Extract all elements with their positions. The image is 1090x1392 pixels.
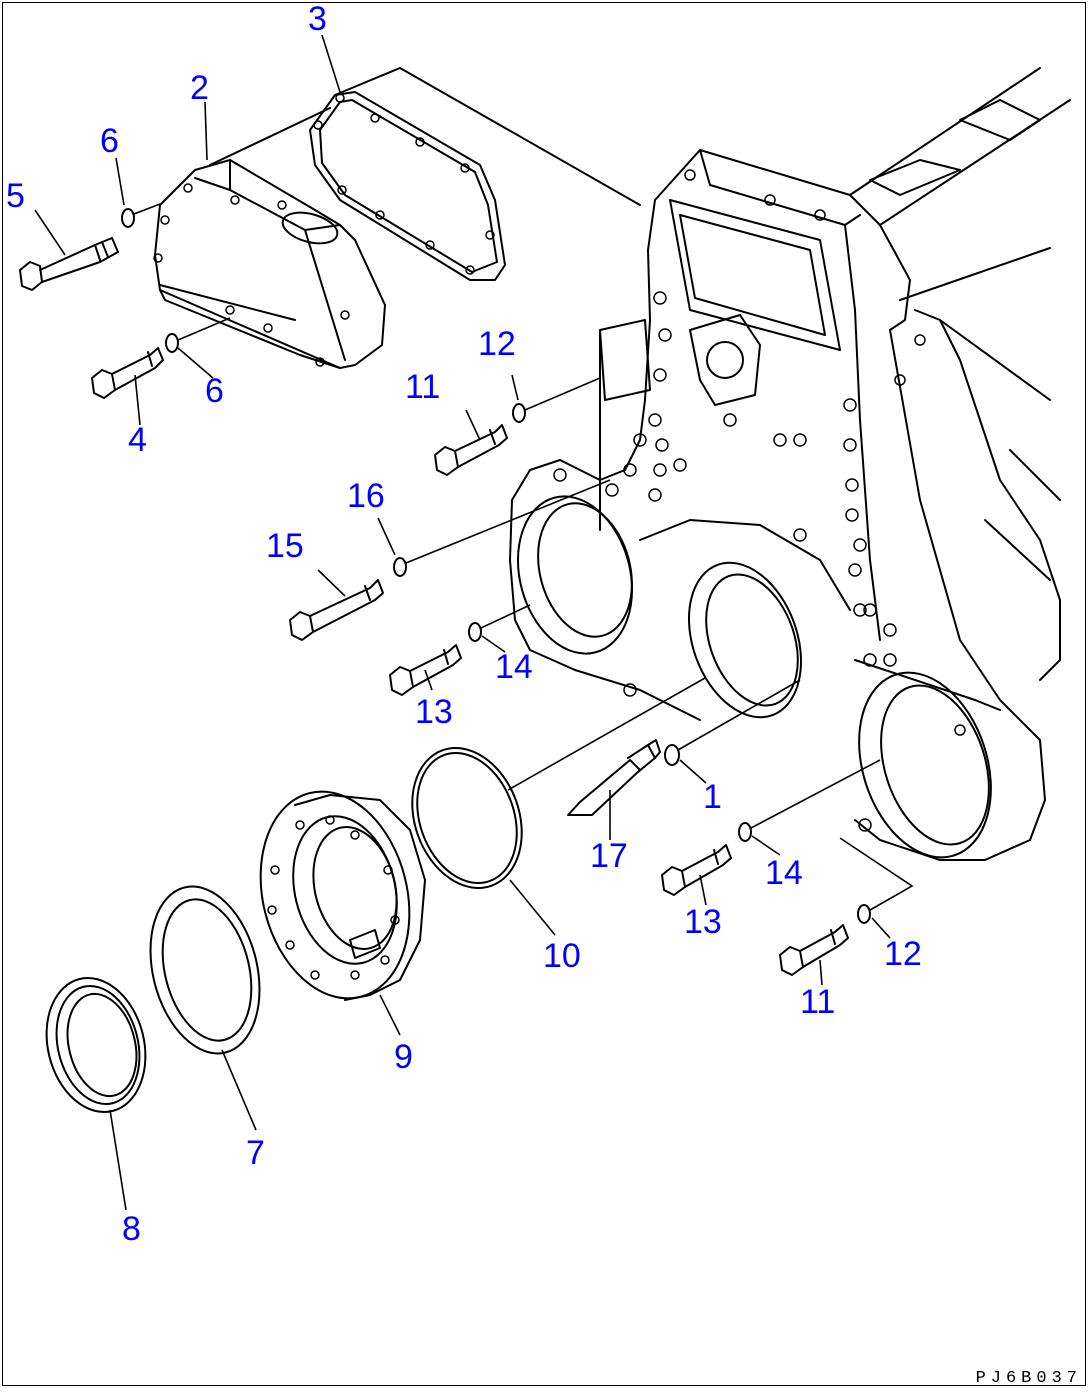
callout-leaders [34, 34, 891, 1211]
callout-15: 15 [266, 527, 304, 565]
callout-11-lower: 11 [800, 983, 835, 1021]
callout-7: 7 [246, 1134, 265, 1172]
front-case [209, 67, 1071, 861]
callout-1: 1 [703, 778, 722, 816]
pin-part-17 [567, 739, 661, 816]
washer-part-14-upper [468, 604, 531, 642]
gasket-part-3 [309, 91, 506, 281]
callout-16: 16 [347, 477, 385, 515]
callout-6-lower: 6 [205, 372, 224, 410]
callout-5: 5 [6, 177, 25, 215]
callout-6-upper: 6 [100, 122, 119, 160]
callout-labels: 3 2 6 5 6 4 12 11 16 15 14 13 1 17 14 13… [6, 0, 922, 1248]
callout-9: 9 [394, 1038, 413, 1076]
callout-4: 4 [128, 421, 147, 459]
bolt-part-4 [91, 347, 164, 399]
bolt-part-13-lower [661, 844, 732, 896]
callout-14-upper: 14 [495, 648, 533, 686]
washer-part-14-lower [738, 759, 881, 842]
cover-part-2 [153, 159, 386, 369]
bolt-part-15 [289, 579, 384, 641]
callout-13-lower: 13 [684, 903, 722, 941]
callout-10: 10 [543, 937, 581, 975]
bolt-part-13-upper [389, 644, 462, 696]
callout-13-upper: 13 [415, 693, 453, 731]
bolt-part-11-lower [779, 924, 849, 976]
washer-part-16 [393, 479, 611, 577]
washer-part-6-lower [165, 317, 231, 353]
washer-part-12-lower [839, 837, 914, 924]
bolt-part-11-upper [434, 424, 508, 476]
callout-17: 17 [590, 837, 628, 875]
callout-11-upper: 11 [405, 368, 440, 406]
callout-14-lower: 14 [765, 854, 803, 892]
washer-part-6-upper [121, 203, 161, 228]
drawing-code: PJ6B037 [975, 1369, 1082, 1388]
seal-part-7 [149, 885, 261, 1055]
callout-12-lower: 12 [884, 935, 922, 973]
bolt-part-5 [19, 237, 119, 291]
callout-8: 8 [122, 1210, 141, 1248]
seal-housing-part-9 [259, 790, 426, 1001]
washer-part-1 [664, 679, 801, 766]
dust-seal-part-8 [45, 977, 147, 1113]
washer-part-12-upper [512, 377, 601, 423]
callout-3: 3 [308, 0, 327, 38]
callout-12-upper: 12 [478, 325, 516, 363]
o-ring-part-10 [411, 677, 706, 889]
callout-2: 2 [190, 69, 209, 107]
